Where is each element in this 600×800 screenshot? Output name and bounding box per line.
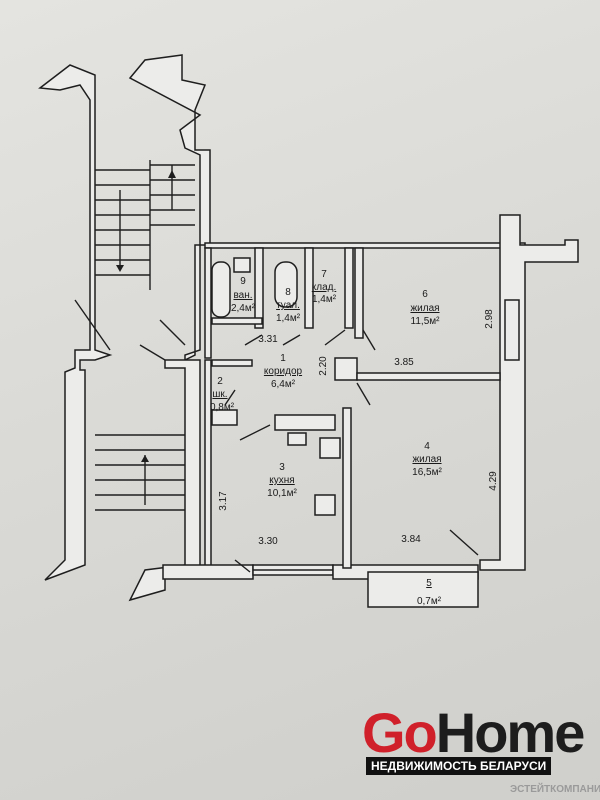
room-3-name: кухня [269,475,294,486]
room-3-number: 3 [279,462,285,473]
room-5-area: 0,7м² [417,596,442,607]
room-2-area: 0,8м² [210,402,235,413]
gohome-logo: GoHome [362,705,585,761]
room-8-number: 8 [285,287,291,298]
room-7-area: 1,4м² [312,294,337,305]
stairwell [38,54,211,602]
dimension-2-98: 2.98 [484,309,495,329]
dimension-3-30: 3.30 [258,536,278,547]
room-1-number: 1 [280,353,286,364]
room-4-number: 4 [424,441,430,452]
room-7-name: клад. [312,282,337,293]
dimension-labels: 3.31 2.20 3.85 2.98 4.29 3.84 3.30 3.17 [218,309,499,547]
watermark: ЭСТЕЙТКОМПАНИ [510,784,600,795]
dimension-4-29: 4.29 [488,471,499,491]
room-6-name: жилая [410,303,439,314]
room-6-area: 11,5м² [411,316,441,327]
room-8-name: туал. [276,300,300,311]
room-labels: 9 ван. 2,4м² 8 туал. 1,4м² 7 клад. 1,4м²… [210,269,443,607]
room-6-number: 6 [422,289,428,300]
logo-tagline: НЕДВИЖИМОСТЬ БЕЛАРУСИ [366,757,552,775]
room-8-area: 1,4м² [276,313,301,324]
room-7-number: 7 [321,269,327,280]
room-1-area: 6,4м² [271,379,296,390]
room-5-number: 5 [426,578,432,589]
room-9-area: 2,4м² [231,303,256,314]
dimension-3-85: 3.85 [394,357,414,368]
dimension-2-20: 2.20 [318,356,329,376]
dimension-3-17: 3.17 [218,491,229,511]
room-2-number: 2 [217,376,223,387]
room-4-area: 16,5м² [412,467,442,478]
room-3-area: 10,1м² [267,488,297,499]
room-4-name: жилая [412,454,441,465]
room-9-number: 9 [240,276,246,287]
apartment-walls [162,214,579,608]
room-9-name: ван. [233,290,252,301]
logo-go: Go [362,701,438,764]
dimension-3-31: 3.31 [258,334,278,345]
room-2-name: шк. [212,389,227,400]
logo-home: Home [435,701,586,764]
dimension-3-84: 3.84 [401,534,421,545]
room-1-name: коридор [264,366,303,377]
